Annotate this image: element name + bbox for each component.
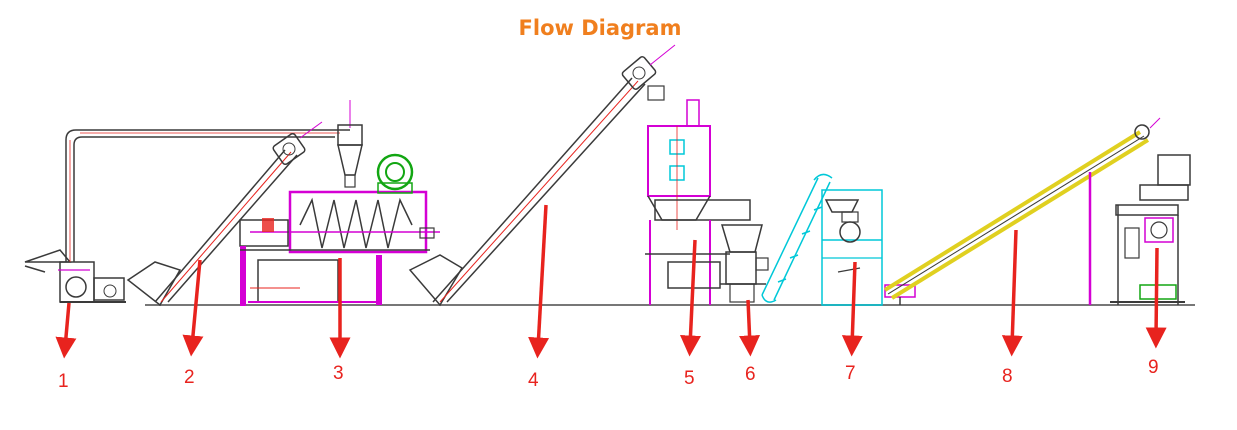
label-1: 1 [58,371,69,392]
machine-2-screw-conveyor [126,121,323,307]
pneumatic-pipe [65,129,350,262]
machine-8-belt-conveyor [883,117,1161,305]
cyclone-separator [337,100,363,188]
label-4: 4 [528,370,539,391]
label-3: 3 [333,363,344,384]
arrow-1 [55,302,77,359]
label-6: 6 [745,364,756,385]
bucket-elevator [761,173,833,303]
arrow-2 [182,259,204,357]
machine-5-silo [645,99,751,305]
machine-1-crusher [24,249,126,303]
arrow-8 [1001,229,1023,357]
label-8: 8 [1002,366,1013,387]
label-7: 7 [845,363,856,384]
diagram-title: Flow Diagram [518,16,682,40]
arrow-7 [841,261,863,357]
arrow-5 [680,239,701,357]
machine-7-cooler [821,189,883,306]
arrow-6 [739,299,761,357]
arrow-9 [1145,247,1167,349]
machine-6-pellet-mill [720,224,769,303]
machine-4-screw-conveyor [408,44,676,307]
arrow-4 [528,204,550,359]
machine-3-ribbon-mixer [239,153,440,306]
label-5: 5 [684,368,695,389]
machine-9-packing-machine [1110,154,1191,305]
label-9: 9 [1148,357,1159,378]
label-2: 2 [184,367,195,388]
